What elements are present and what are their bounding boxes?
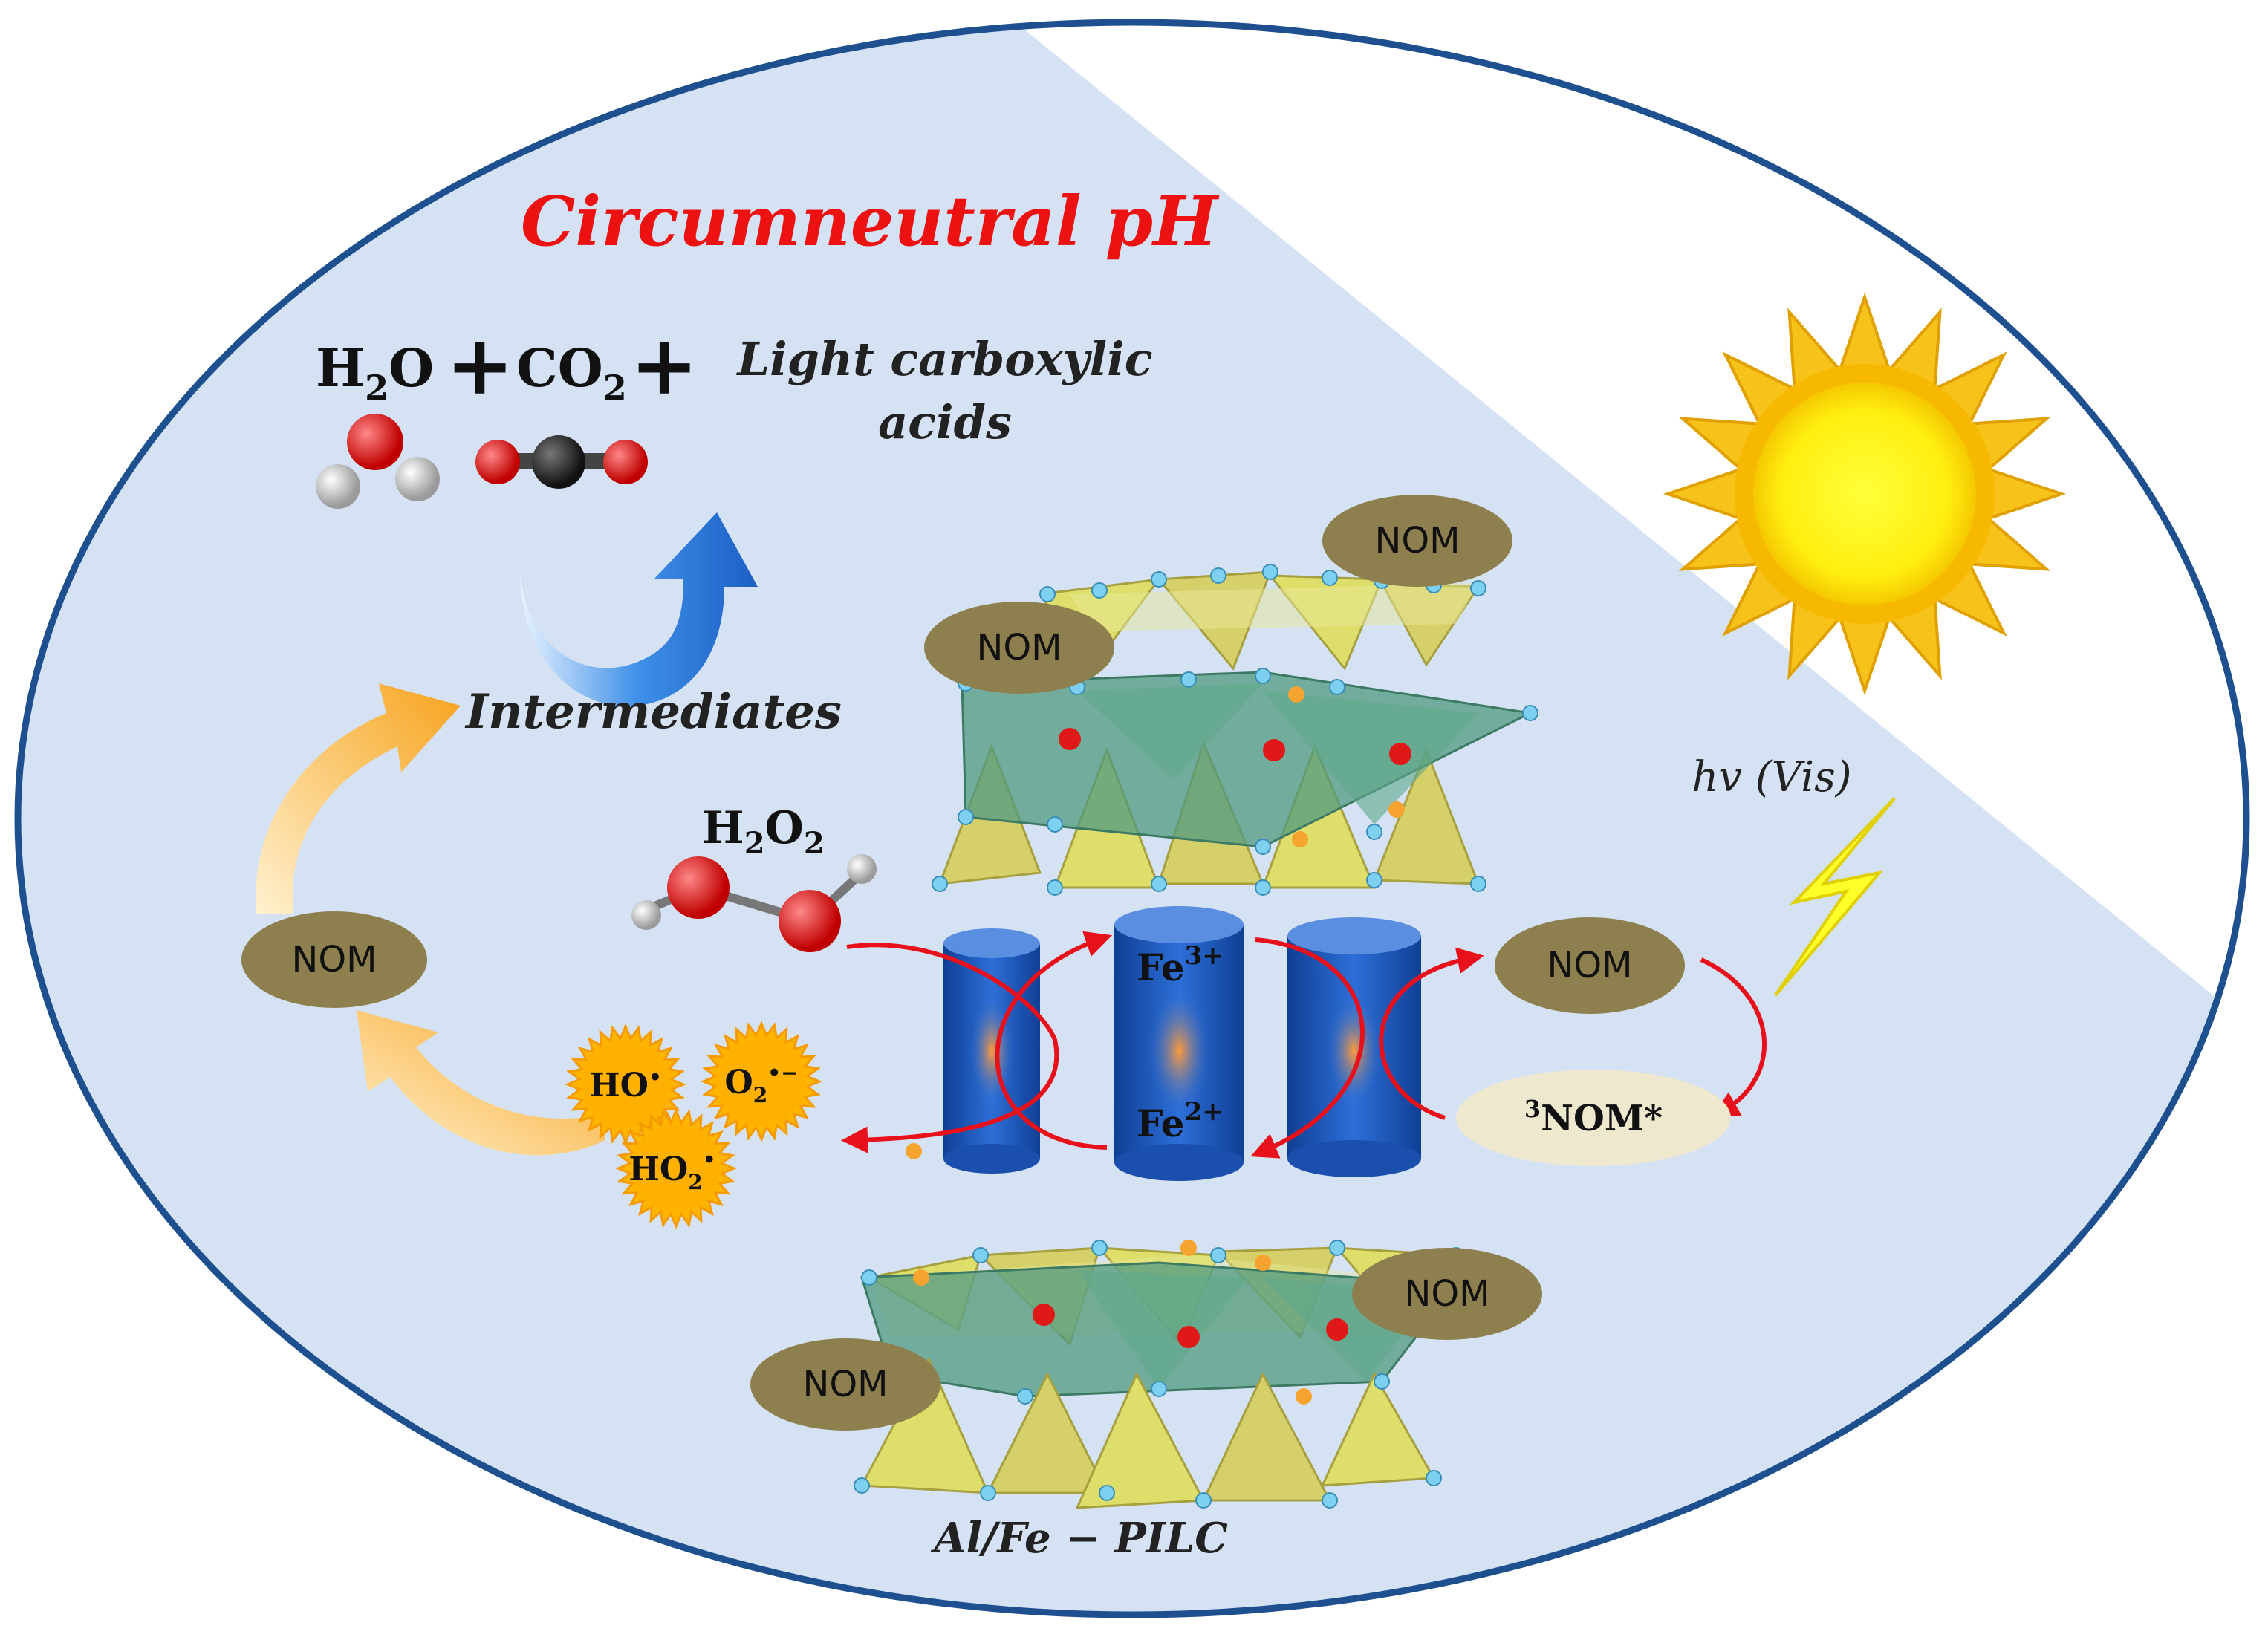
metal-atom [1326,1318,1348,1341]
oxygen-atom [1374,1373,1390,1390]
plus-sign: + [446,317,514,413]
oxygen-atom [1262,564,1278,580]
oxygen-atom [1255,879,1271,896]
fe-pillar-right [1287,917,1421,1177]
nom-bottom-right: NOM [1352,1248,1542,1340]
fe-pillar-center [1114,906,1244,1181]
metal-atom [1263,739,1285,761]
light-label: hv (Vis) [1692,753,1851,801]
radical-o2: O2•− [701,1021,822,1142]
redox-arrows [841,931,1767,1159]
metal-atom [1059,728,1081,750]
co2-formula: CO2 [516,337,627,408]
nom-label: NOM [291,939,377,980]
catalyst-label: Al/Fe − PILC [930,1514,1228,1563]
metal-atom [1389,743,1411,765]
oxygen-atom [1047,879,1063,896]
sun-icon [1663,292,2067,696]
excited-nom-label: 3NOM* [1524,1095,1663,1139]
oxygen-atom [1017,1388,1033,1405]
oxygen-atom [1470,580,1486,596]
blue-curved-arrow [520,512,758,706]
lightning-bolt-icon [1774,797,1896,997]
nom-label: NOM [1374,520,1460,562]
radical-ho2: HO2• [615,1107,737,1229]
oxygen-atom [958,809,974,825]
oxygen-atom [1366,872,1382,888]
cation-atom [913,1269,929,1286]
oxygen-atom [1470,876,1486,892]
oxygen-atom [1151,1381,1167,1397]
cation-atom [1180,1240,1197,1256]
nom-label: NOM [802,1364,888,1405]
plus-sign: + [630,317,698,413]
oxygen-atom [1180,671,1197,688]
orange-arrow-left [357,1010,605,1156]
nom-left: NOM [241,911,427,1008]
cation-atom [1288,686,1304,703]
co2-molecule-icon [475,435,648,489]
acids-label-line1: Light carboxylic [736,332,1153,386]
oxygen-atom [932,876,948,892]
nom-label: NOM [1547,945,1632,986]
oxygen-atom [1039,586,1056,602]
diagram-title: Circumneutral pH [521,181,1220,261]
cation-atom [1292,831,1308,847]
metal-atom [1033,1304,1055,1326]
oxygen-atom [1099,1485,1115,1501]
orange-arrow-up [255,683,461,914]
oxygen-atom [1151,571,1167,588]
oxygen-atom [1210,1247,1226,1263]
oxygen-atom [1210,567,1226,584]
nom-label: NOM [976,627,1062,668]
products-equation: H2O + CO2 + [316,317,698,413]
oxygen-atom [1426,1470,1442,1486]
nom-top-left: NOM [924,602,1114,694]
oxygen-atom [1255,839,1271,855]
water-molecule-icon [316,414,440,509]
oxygen-atom [1091,1240,1108,1256]
excited-nom: 3NOM* [1456,1070,1731,1166]
oxygen-atom [1366,824,1382,840]
nom-label: NOM [1404,1273,1489,1315]
oxygen-atom [1047,816,1063,833]
oxygen-atom [1329,679,1345,695]
nom-bottom-left: NOM [750,1338,940,1431]
oxygen-atom [1255,668,1271,684]
oxygen-atom [1329,1240,1345,1256]
clay-atoms [854,564,1538,1509]
acids-label-line2: acids [878,395,1012,449]
nom-right: NOM [1495,917,1685,1014]
cation-atom [906,1143,922,1159]
oxygen-atom [1522,705,1538,721]
cation-atom [1255,1255,1271,1271]
oxygen-atom [1151,876,1167,892]
intermediates-label: Intermediates [464,684,842,740]
oxygen-atom [1322,1492,1338,1509]
cation-atom [1388,801,1405,818]
radical-ho: HO• [565,1024,686,1145]
nom-top-right: NOM [1322,495,1512,587]
oxygen-atom [854,1477,870,1494]
oxygen-atom [1091,582,1108,599]
oxygen-atom [1195,1492,1212,1509]
oxygen-atom [972,1247,989,1263]
h2o2-molecule-icon [631,854,877,952]
radical-ho2-label: HO2• [628,1148,715,1194]
oxygen-atom [1322,570,1338,586]
oxygen-atom [980,1485,996,1501]
cation-atom [1296,1388,1312,1405]
oxygen-atom [861,1269,877,1286]
metal-atom [1177,1326,1200,1348]
fe-pillar-left [943,928,1040,1174]
